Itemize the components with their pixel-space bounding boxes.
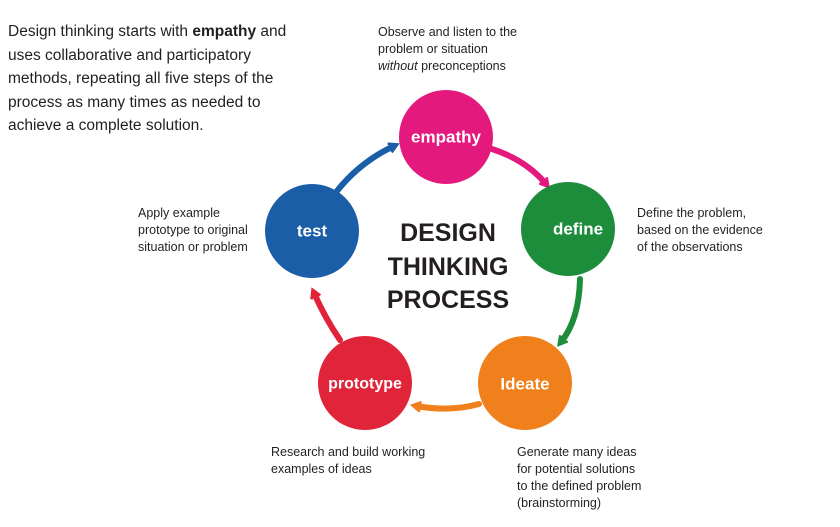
center-title-line-3: PROCESS [387, 286, 509, 314]
ideate-description-line: to the defined problem [517, 479, 642, 493]
step-define-circle [521, 182, 615, 276]
step-empathy-label: empathy [411, 128, 481, 147]
intro-part-2: and uses collaborative and participatory… [8, 23, 287, 134]
define-description-line: based on the evidence [637, 223, 763, 237]
center-title-line-2: THINKING [388, 253, 509, 281]
ideate-description-line: for potential solutions [517, 462, 636, 476]
arrow-prototype-to-test [314, 293, 343, 343]
empathy-description-line: without preconceptions [378, 58, 517, 75]
step-prototype: prototype [318, 336, 412, 430]
empathy-description-italic: without [378, 59, 418, 73]
step-test-label: test [297, 222, 328, 241]
ideate-description-line: Generate many ideas [517, 445, 637, 459]
define-description-line: Define the problem, [637, 206, 747, 220]
empathy-description-rest: preconceptions [417, 59, 506, 73]
ideate-description: Generate many ideas for potential soluti… [517, 444, 641, 512]
empathy-description-line: Observe and listen to the [378, 25, 517, 39]
arrow-define-to-ideate [561, 276, 583, 342]
test-description-line: Apply example [138, 206, 220, 220]
ideate-description-line: (brainstorming) [517, 496, 602, 510]
prototype-description: Research and build working examples of i… [271, 444, 425, 478]
define-description-line: of the observations [637, 240, 743, 254]
intro-emphasis: empathy [192, 23, 257, 40]
center-title-line-1: DESIGN [400, 219, 496, 247]
intro-text: Design thinking starts with empathy and … [8, 20, 308, 138]
arrow-empathy-to-define [489, 146, 546, 184]
define-description: Define the problem, based on the evidenc… [637, 205, 763, 256]
step-ideate-circle [478, 336, 572, 430]
arrow-test-to-empathy [334, 146, 394, 194]
empathy-description: Observe and listen to the problem or sit… [378, 24, 517, 75]
intro-part-1: Design thinking starts with [8, 23, 193, 40]
test-description-line: situation or problem [138, 240, 248, 254]
step-define-label: define [553, 220, 603, 239]
step-empathy-circle [399, 90, 493, 184]
arrow-ideate-to-prototype [416, 404, 482, 409]
prototype-description-line: examples of ideas [271, 462, 372, 476]
prototype-description-line: Research and build working [271, 445, 426, 459]
step-prototype-label: prototype [328, 376, 402, 393]
step-test: test [265, 184, 359, 278]
step-define: define [521, 182, 615, 276]
test-description: Apply example prototype to original situ… [138, 205, 248, 256]
empathy-description-line: problem or situation [378, 42, 488, 56]
step-ideate: Ideate [478, 336, 572, 430]
step-ideate-label: Ideate [500, 375, 549, 394]
test-description-line: prototype to original [138, 223, 248, 237]
step-empathy: empathy [399, 90, 493, 184]
step-test-circle [265, 184, 359, 278]
step-prototype-circle [318, 336, 412, 430]
